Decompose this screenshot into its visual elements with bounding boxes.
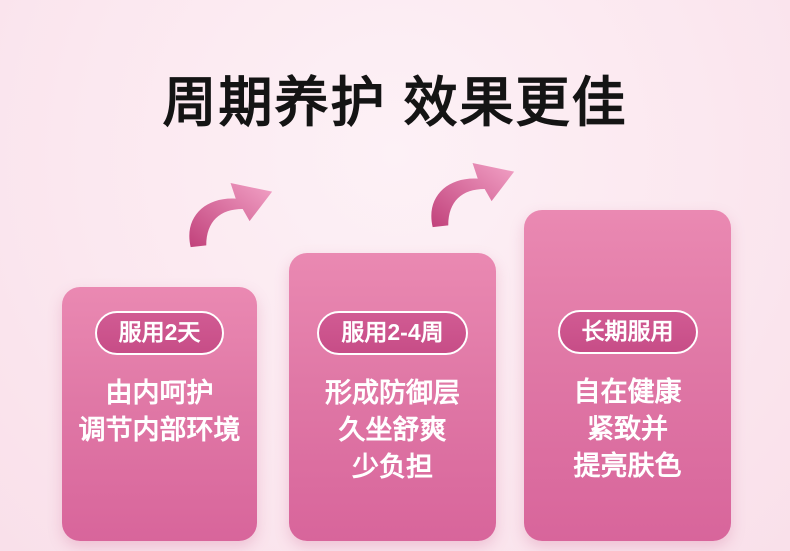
stage-card-week2-4: 服用2-4周 形成防御层 久坐舒爽 少负担	[289, 253, 496, 541]
stage-card-longterm: 长期服用 自在健康 紧致并 提亮肤色	[524, 210, 731, 541]
card-text-line: 形成防御层	[325, 377, 460, 408]
stage-badge: 服用2天	[94, 311, 225, 355]
card-text-line: 由内呵护	[105, 377, 214, 408]
card-text-line: 提亮肤色	[573, 450, 682, 481]
card-text-line: 久坐舒爽	[338, 414, 447, 445]
stage-text: 由内呵护 调节内部环境	[62, 375, 257, 449]
curved-arrow-icon	[424, 148, 528, 236]
stage-text: 自在健康 紧致并 提亮肤色	[524, 374, 731, 485]
stage-badge: 服用2-4周	[317, 311, 468, 355]
curved-arrow-icon	[182, 168, 286, 256]
stage-text: 形成防御层 久坐舒爽 少负担	[289, 375, 496, 486]
curved-arrow-svg	[189, 182, 273, 248]
card-text-line: 少负担	[352, 451, 433, 482]
page-title: 周期养护 效果更佳	[162, 73, 628, 133]
card-text-line: 紧致并	[587, 413, 668, 444]
stage-card-day2: 服用2天 由内呵护 调节内部环境	[62, 287, 257, 541]
stage-badge: 长期服用	[557, 310, 698, 354]
curved-arrow-svg	[431, 162, 515, 228]
card-text-line: 自在健康	[573, 376, 682, 407]
card-text-line: 调节内部环境	[78, 414, 241, 445]
